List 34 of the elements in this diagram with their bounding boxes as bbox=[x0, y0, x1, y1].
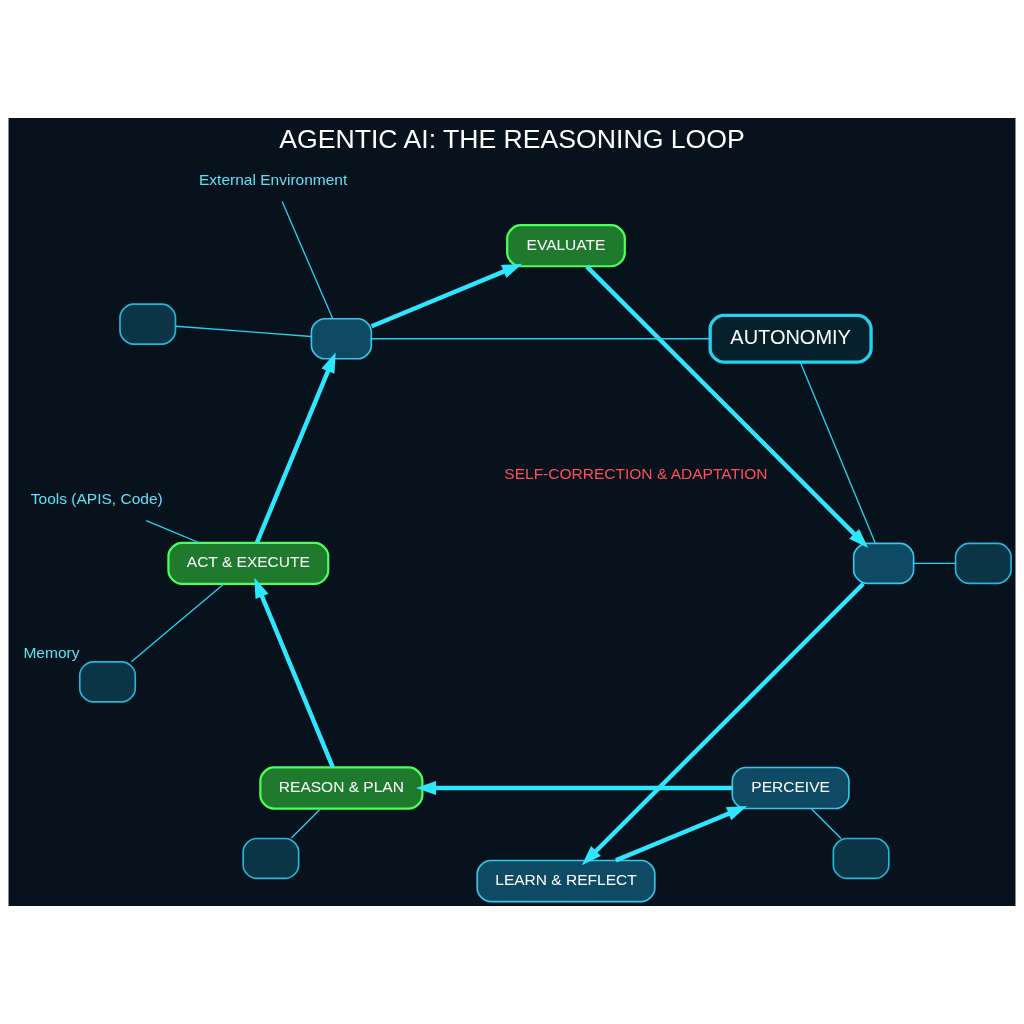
arrow bbox=[254, 352, 336, 544]
arrow bbox=[416, 781, 733, 795]
arrow bbox=[615, 806, 748, 863]
connector bbox=[174, 325, 312, 338]
label: SELF-CORRECTION & ADAPTATION bbox=[504, 464, 768, 482]
node-box bbox=[119, 303, 177, 345]
node-box: PERCEIVE bbox=[731, 766, 850, 810]
node-box: ACT & EXECUTE bbox=[167, 541, 330, 585]
node-box bbox=[852, 542, 915, 585]
node-box bbox=[954, 542, 1012, 585]
node-box bbox=[310, 317, 373, 360]
connector bbox=[810, 808, 842, 840]
arrow bbox=[581, 582, 865, 866]
node-box: REASON & PLAN bbox=[259, 766, 424, 810]
arrow bbox=[585, 265, 869, 549]
arrow bbox=[254, 577, 335, 769]
node-box bbox=[832, 837, 890, 880]
node-box: EVALUATE bbox=[506, 224, 626, 268]
node-text: External Environment bbox=[198, 170, 348, 188]
connector bbox=[145, 519, 200, 544]
connector bbox=[370, 338, 711, 340]
connector bbox=[290, 808, 322, 839]
diagram-title: AGENTIC AI: THE REASONING LOOP bbox=[279, 124, 745, 155]
connector bbox=[799, 361, 876, 544]
connector bbox=[281, 200, 334, 320]
node-box: LEARN & REFLECT bbox=[476, 859, 656, 903]
arrow bbox=[370, 263, 523, 329]
node-text: Tools (APIS, Code) bbox=[30, 489, 163, 507]
node-box: AUTONOMIY bbox=[708, 313, 873, 364]
node-box bbox=[242, 837, 300, 880]
node-label: Memory bbox=[23, 643, 80, 661]
connector bbox=[913, 562, 957, 565]
node-box bbox=[78, 661, 137, 703]
connector bbox=[130, 583, 225, 663]
